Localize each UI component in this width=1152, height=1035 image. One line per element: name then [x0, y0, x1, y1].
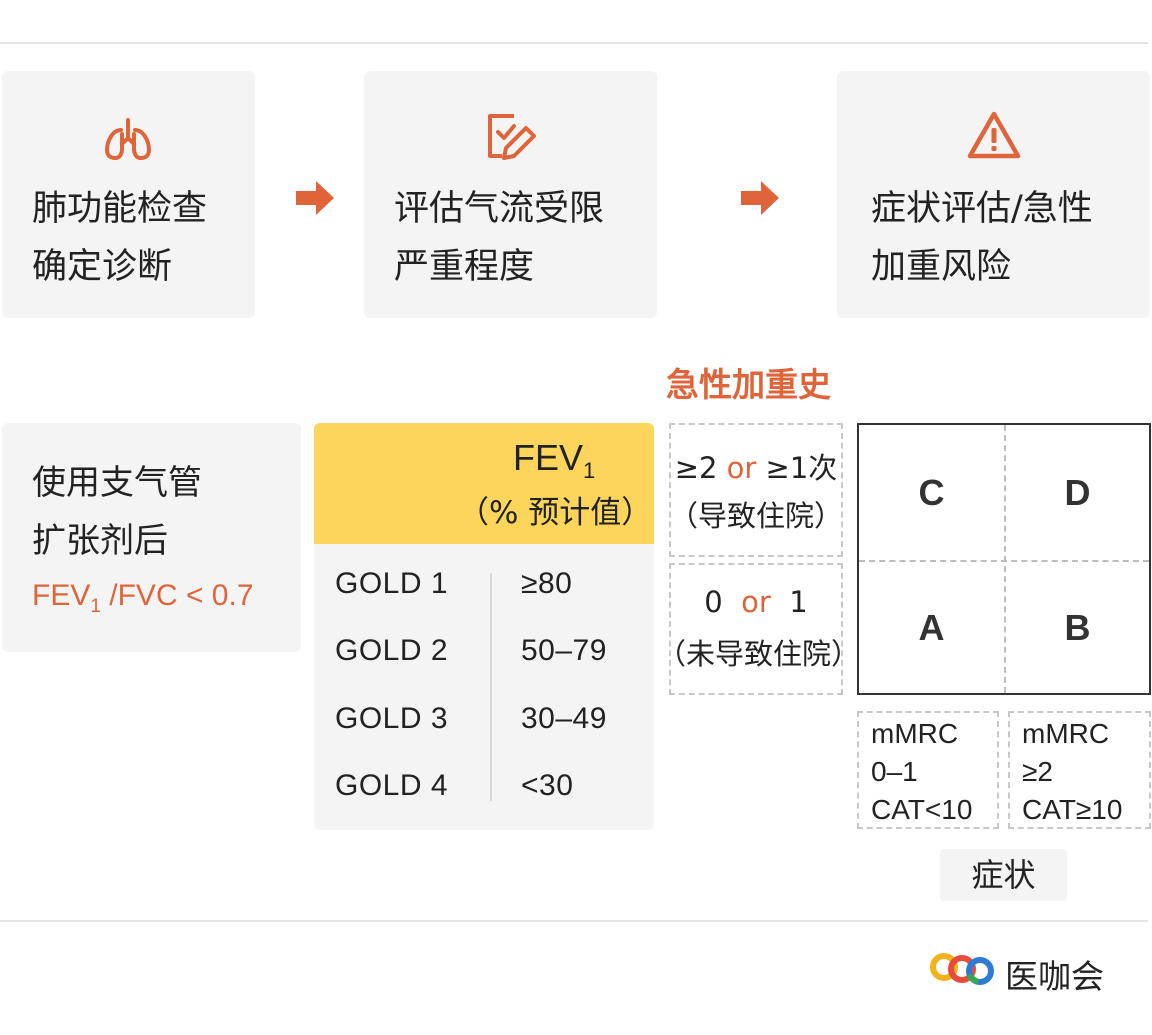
table-column-divider: [490, 573, 492, 801]
group-c: C: [918, 471, 945, 513]
criteria-line1: 使用支气管: [32, 463, 202, 503]
symptom-criteria-high: mMRC ≥2 CAT≥10: [1008, 711, 1151, 829]
exacerbation-history-title: 急性加重史: [666, 365, 831, 404]
criteria-line2: 扩张剂后: [32, 521, 168, 561]
gold-value: ≥80: [521, 567, 573, 600]
fev1-table-header: FEV1 （% 预计值）: [314, 423, 654, 544]
group-b: B: [1064, 606, 1091, 648]
grid-horizontal-divider: [859, 560, 1149, 562]
step-line2: 严重程度: [394, 247, 535, 287]
step-line1: 症状评估/急性: [871, 189, 1093, 229]
step-card-airflow: 评估气流受限 严重程度: [364, 71, 657, 318]
gold-grade: GOLD 4: [335, 769, 449, 802]
abcd-assessment-grid: C D A B: [857, 423, 1151, 695]
group-d: D: [1064, 471, 1091, 513]
step-card-diagnosis: 肺功能检查 确定诊断: [2, 71, 255, 318]
step-line2: 加重风险: [871, 247, 1012, 287]
exacerbation-high-risk-box: ≥2 or ≥1次 （导致住院）: [669, 423, 843, 557]
symptom-axis-label: 症状: [940, 849, 1067, 901]
step-line1: 评估气流受限: [394, 189, 605, 229]
lungs-icon: [105, 118, 151, 160]
top-divider: [0, 42, 1148, 44]
fev1-gold-table: FEV1 （% 预计值） GOLD 1 ≥80 GOLD 2 50–79 GOL…: [314, 423, 654, 830]
post-bronchodilator-card: 使用支气管 扩张剂后 FEV1 /FVC < 0.7: [2, 423, 301, 652]
step-card-symptoms: 症状评估/急性 加重风险: [837, 71, 1150, 318]
fev1-fvc-ratio: FEV1 /FVC < 0.7: [32, 579, 254, 617]
arrow-right-icon: [296, 181, 334, 215]
gold-value: 50–79: [521, 634, 607, 667]
exacerbation-low-count: 0 or 1: [704, 585, 808, 619]
edit-document-icon: [488, 114, 536, 160]
gold-grade: GOLD 3: [335, 702, 449, 735]
exacerbation-high-count: ≥2 or ≥1次: [674, 451, 838, 485]
exacerbation-high-note: （导致住院）: [668, 499, 843, 533]
gold-value: 30–49: [521, 702, 607, 735]
grid-vertical-divider: [1004, 425, 1006, 693]
gold-grade: GOLD 2: [335, 634, 449, 667]
bottom-divider: [0, 920, 1148, 922]
warning-icon: [967, 111, 1021, 159]
fev1-header-title: FEV1: [513, 437, 596, 484]
gold-grade: GOLD 1: [335, 567, 449, 600]
brand-logo-icon: [930, 953, 994, 985]
fev1-header-unit: （% 预计值）: [458, 495, 653, 531]
step-line1: 肺功能检查: [32, 189, 208, 229]
step-line2: 确定诊断: [32, 247, 173, 287]
symptom-criteria-low: mMRC 0–1 CAT<10: [857, 711, 999, 829]
exacerbation-low-risk-box: 0 or 1 （未导致住院）: [657, 563, 860, 695]
gold-value: <30: [521, 769, 574, 802]
brand-name: 医咖会: [1005, 957, 1104, 996]
arrow-right-icon: [741, 181, 779, 215]
group-a: A: [918, 606, 945, 648]
exacerbation-low-note: （未导致住院）: [657, 637, 861, 671]
